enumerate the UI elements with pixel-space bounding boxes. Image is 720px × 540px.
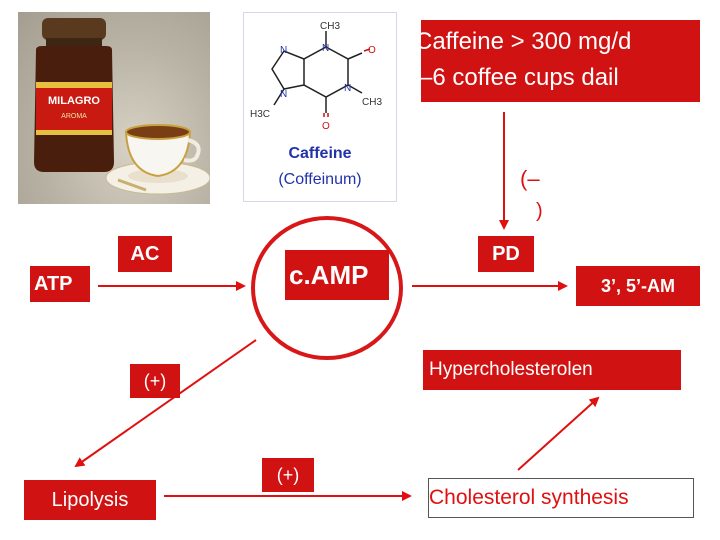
atom-n-right: N xyxy=(344,83,351,94)
caffeine-structure-panel: CH3 N O N CH3 O N N H3C Caffeine (Coffei… xyxy=(243,12,397,202)
atom-h3c: H3C xyxy=(250,109,270,120)
node-hypercholesterolemia: Hypercholesterolen xyxy=(423,350,681,390)
caffeine-structure: CH3 N O N CH3 O N N H3C xyxy=(250,21,382,132)
jar-sub: AROMA xyxy=(61,113,87,120)
arrow-cholesterol-to-hyper xyxy=(517,396,600,471)
inhibit-sign-line2: ) xyxy=(536,200,543,222)
atom-ch3-top: CH3 xyxy=(320,21,340,32)
coffee-illustration: MILAGRO AROMA xyxy=(34,18,210,195)
atom-o-bottom: O xyxy=(322,121,330,132)
dose-line-2: –6 coffee cups dail xyxy=(421,64,619,91)
atom-o-right: O xyxy=(368,45,376,56)
caption-latin: (Coffeinum) xyxy=(278,171,362,188)
node-amp: 3’, 5’-AM xyxy=(576,266,700,306)
caption-name: Caffeine xyxy=(288,145,352,162)
node-pd: PD xyxy=(478,236,534,272)
plus-sign-mid: (+) xyxy=(262,458,314,492)
node-atp: ATP xyxy=(30,266,90,302)
node-ac: AC xyxy=(118,236,172,272)
atom-ch3-right: CH3 xyxy=(362,97,382,108)
coffee-photo: MILAGRO AROMA xyxy=(18,12,210,204)
atom-n-left-top: N xyxy=(280,45,287,56)
atom-n-left-bottom: N xyxy=(280,89,287,100)
camp-highlight-ring xyxy=(251,216,403,360)
plus-sign-left: (+) xyxy=(130,364,180,398)
node-cholesterol-synthesis: Cholesterol synthesis xyxy=(428,478,694,518)
node-camp: c.AMP xyxy=(285,250,389,300)
atom-n-top: N xyxy=(322,43,329,54)
dose-line-1: Caffeine > 300 mg/d xyxy=(421,28,632,55)
arrow-camp-to-lipolysis xyxy=(74,339,257,468)
node-lipolysis: Lipolysis xyxy=(24,480,156,520)
caffeine-dose-box: Caffeine > 300 mg/d –6 coffee cups dail xyxy=(421,20,700,102)
jar-brand: MILAGRO xyxy=(48,95,100,107)
inhibit-sign-line1: (– xyxy=(520,166,540,191)
